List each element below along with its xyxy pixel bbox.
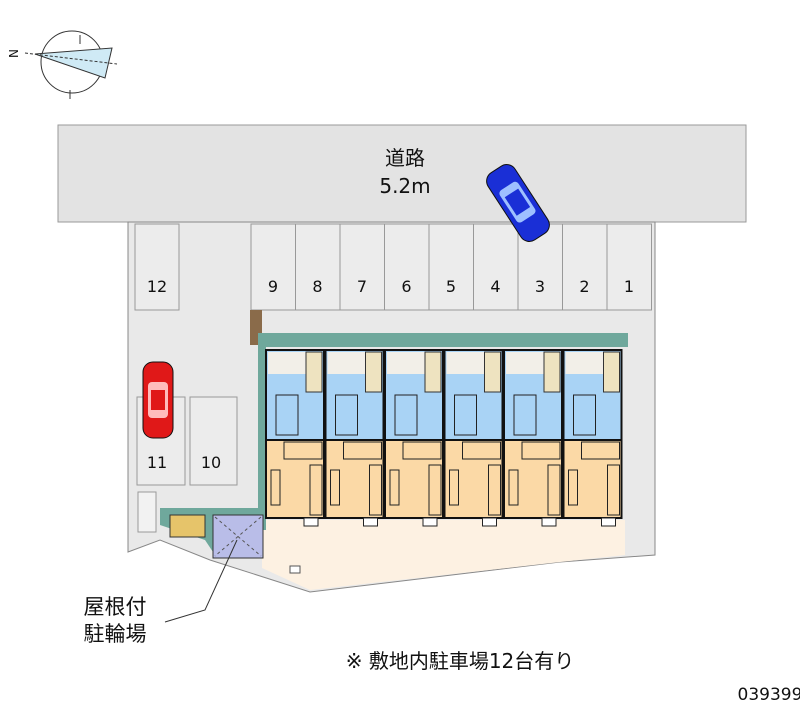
stall-number: 2 — [579, 277, 589, 296]
blue-car-icon — [486, 164, 550, 242]
parking-stall — [606, 223, 652, 311]
stall-number: 6 — [401, 277, 411, 296]
stall-number: 7 — [357, 277, 367, 296]
compass-north-label: N — [7, 49, 21, 58]
parking-stall — [473, 223, 519, 311]
parking-stall-12 — [134, 223, 180, 311]
apartment-unit — [324, 349, 385, 527]
parking-stall — [384, 223, 430, 311]
bike-label-leader — [164, 539, 238, 623]
red-car-icon — [142, 361, 174, 439]
stall-number: 5 — [446, 277, 456, 296]
stall-number: 1 — [624, 277, 634, 296]
apartment-unit — [503, 349, 563, 527]
storage — [137, 491, 157, 533]
yard — [262, 520, 625, 590]
property-id: 039399 — [738, 685, 800, 705]
apartment-unit — [265, 349, 325, 527]
walkway-side — [258, 345, 266, 530]
stall-number: 8 — [312, 277, 322, 296]
parking-stall — [295, 223, 341, 311]
bike-label-line2: 駐輪場 — [84, 622, 147, 646]
compass-icon: N — [7, 30, 118, 99]
stall-number: 12 — [147, 277, 167, 296]
road-width: 5.2m — [379, 174, 430, 198]
stall-number: 9 — [268, 277, 278, 296]
stall-number: 11 — [147, 453, 167, 472]
apartment-unit — [562, 349, 623, 527]
apartment-unit — [443, 349, 504, 527]
parking-note: ※ 敷地内駐車場12台有り — [346, 649, 575, 673]
apartment-building — [265, 349, 623, 527]
stall-number: 4 — [490, 277, 500, 296]
road — [57, 124, 747, 223]
parking-stall — [339, 223, 385, 311]
stall-number: 10 — [201, 453, 221, 472]
bicycle-rack-icon — [169, 514, 206, 538]
parking-stall — [250, 223, 296, 311]
parking-stall — [428, 223, 474, 311]
stall-number: 3 — [535, 277, 545, 296]
parking-stall-10 — [189, 396, 238, 486]
parking-row-top: 12 9 8 7 6 5 4 3 2 1 — [134, 223, 652, 345]
walkway — [258, 333, 628, 347]
apartment-unit — [384, 349, 444, 527]
bike-label-line1: 屋根付 — [84, 595, 147, 619]
parking-stall — [562, 223, 608, 311]
road-name: 道路 — [385, 146, 425, 170]
